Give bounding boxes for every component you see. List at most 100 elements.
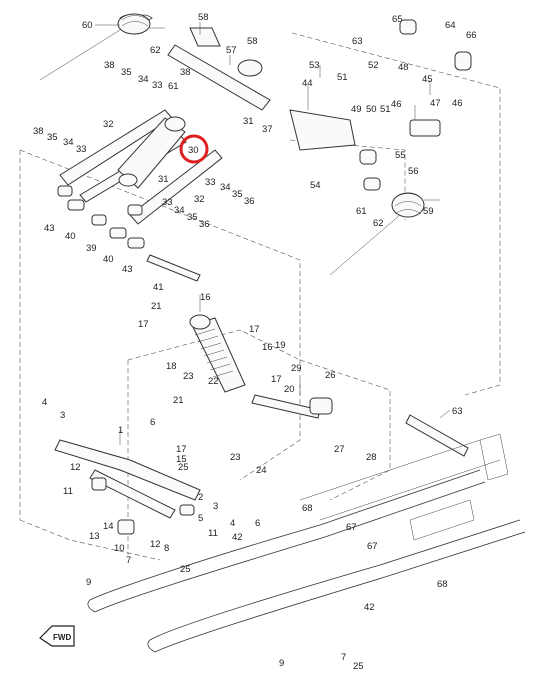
callout-31b: 31 — [158, 174, 169, 185]
callout-57: 57 — [226, 45, 237, 56]
rod-63 — [405, 414, 469, 457]
callout-29: 29 — [291, 363, 302, 374]
callout-50: 50 — [366, 104, 377, 115]
callout-64: 64 — [445, 20, 456, 31]
callout-33: 33 — [152, 80, 163, 91]
callout-21: 21 — [151, 301, 162, 312]
callout-4: 4 — [42, 397, 47, 408]
callout-34: 34 — [138, 74, 149, 85]
callout-17b: 17 — [249, 324, 260, 335]
callout-33c: 33 — [205, 177, 216, 188]
callout-17: 17 — [138, 319, 149, 330]
callout-67: 67 — [346, 522, 357, 533]
callout-25c: 25 — [353, 661, 364, 672]
callout-67b: 67 — [367, 541, 378, 552]
callout-11b: 11 — [208, 528, 218, 539]
callout-2: 2 — [198, 492, 203, 503]
callout-53: 53 — [309, 60, 320, 71]
callout-46: 46 — [391, 99, 402, 110]
callout-26: 26 — [325, 370, 336, 381]
callout-60: 60 — [82, 20, 93, 31]
callout-61: 61 — [168, 81, 179, 92]
slide-rails — [87, 433, 526, 653]
callout-16b: 16 — [262, 342, 273, 353]
callout-11: 11 — [63, 486, 73, 497]
callout-1: 1 — [118, 425, 123, 436]
fwd-label: FWD — [53, 633, 71, 642]
callout-45: 45 — [422, 74, 433, 85]
callout-19: 19 — [275, 340, 286, 351]
callout-9b: 9 — [279, 658, 284, 669]
callout-14: 14 — [103, 521, 114, 532]
callout-49: 49 — [351, 104, 362, 115]
callout-62b: 62 — [373, 218, 384, 229]
callout-36b: 36 — [199, 219, 210, 230]
torsion-spring-60 — [39, 13, 165, 81]
callout-30: 30 — [188, 145, 199, 156]
callout-3: 3 — [60, 410, 65, 421]
shock-absorber-30 — [117, 116, 186, 189]
front-arm-1 — [54, 439, 201, 535]
callout-35b: 35 — [47, 132, 58, 143]
callout-5: 5 — [198, 513, 203, 524]
callout-25: 25 — [178, 462, 189, 473]
callout-38: 38 — [104, 60, 115, 71]
callout-13: 13 — [89, 531, 100, 542]
callout-61b: 61 — [356, 206, 367, 217]
callout-21b: 21 — [173, 395, 184, 406]
callout-labels: 60 58 65 64 66 62 57 58 53 63 51 52 48 3… — [33, 12, 477, 672]
callout-38c: 38 — [33, 126, 44, 137]
callout-8: 8 — [164, 543, 169, 554]
callout-65: 65 — [392, 14, 403, 25]
callout-63: 63 — [452, 406, 463, 417]
callout-63top: 63 — [352, 36, 363, 47]
callout-17c: 17 — [271, 374, 282, 385]
callout-42: 42 — [232, 532, 243, 543]
callout-35d: 35 — [187, 212, 198, 223]
callout-68b: 68 — [437, 579, 448, 590]
callout-54: 54 — [310, 180, 321, 191]
callout-6: 6 — [150, 417, 155, 428]
callout-6b: 6 — [255, 518, 260, 529]
callout-51: 51 — [337, 72, 348, 83]
callout-38b: 38 — [180, 67, 191, 78]
callout-9: 9 — [86, 577, 91, 588]
callout-10: 10 — [114, 543, 125, 554]
callout-66: 66 — [466, 30, 477, 41]
callout-34c: 34 — [220, 182, 231, 193]
callout-32b: 32 — [194, 194, 205, 205]
callout-34d: 34 — [174, 205, 185, 216]
torsion-spring-59 — [329, 192, 440, 276]
callout-7b: 7 — [341, 652, 346, 663]
callout-24: 24 — [256, 465, 267, 476]
callout-51b: 51 — [380, 104, 391, 115]
callout-27: 27 — [334, 444, 345, 455]
bushings-left — [57, 185, 145, 249]
callout-25b: 25 — [180, 564, 191, 575]
callout-20: 20 — [284, 384, 295, 395]
callout-28: 28 — [366, 452, 377, 463]
callout-18: 18 — [166, 361, 177, 372]
callout-58b: 58 — [247, 36, 258, 47]
callout-17d: 17 — [176, 444, 187, 455]
rod-41 — [146, 254, 201, 282]
callout-35c: 35 — [232, 189, 243, 200]
callout-44: 44 — [302, 78, 313, 89]
callout-56: 56 — [408, 166, 419, 177]
callout-22: 22 — [208, 376, 219, 387]
callout-52: 52 — [368, 60, 379, 71]
callout-3b: 3 — [213, 501, 218, 512]
callout-33d: 33 — [162, 197, 173, 208]
callout-55: 55 — [395, 150, 406, 161]
callout-43: 43 — [44, 223, 55, 234]
callout-35: 35 — [121, 67, 132, 78]
callout-4b: 4 — [230, 518, 235, 529]
callout-23: 23 — [183, 371, 194, 382]
callout-39: 39 — [86, 243, 97, 254]
callout-23b: 23 — [230, 452, 241, 463]
pivot-assembly-44 — [289, 19, 472, 191]
fwd-arrow-icon: FWD — [39, 625, 75, 647]
callout-12: 12 — [70, 462, 81, 473]
